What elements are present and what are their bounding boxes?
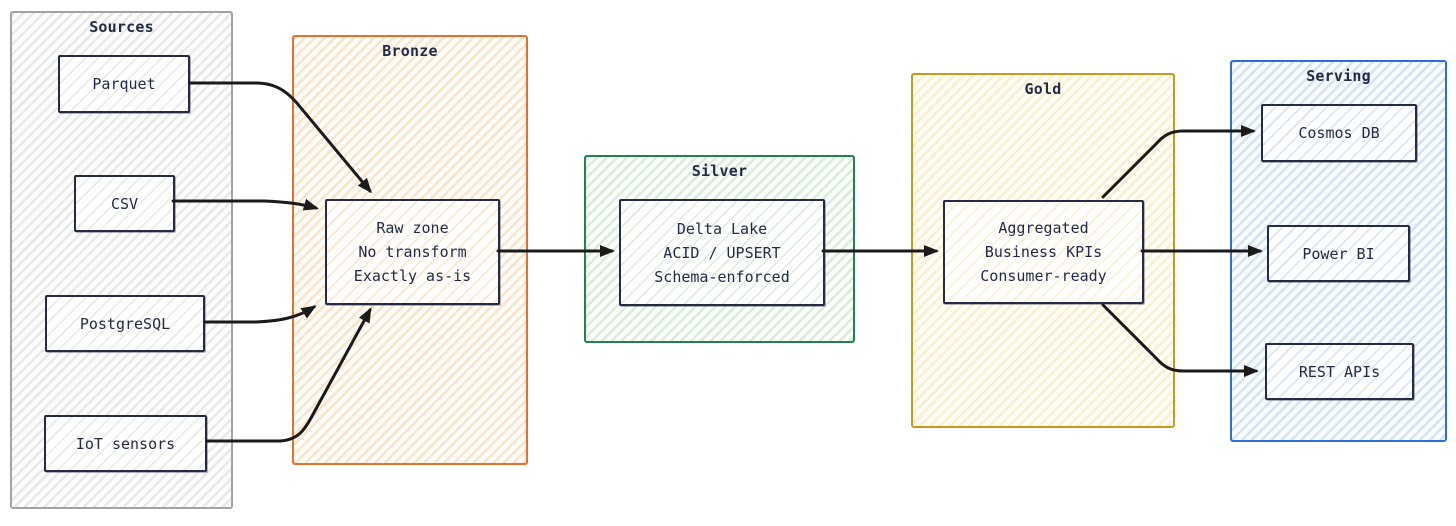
zone-serving-title: Serving — [1306, 67, 1371, 85]
node-postgresql: PostgreSQL — [45, 295, 205, 352]
zone-sources-title: Sources — [89, 18, 154, 36]
zone-bronze-title: Bronze — [382, 42, 438, 60]
node-aggregated: Aggregated Business KPIs Consumer-ready — [943, 200, 1144, 304]
node-csv: CSV — [74, 175, 175, 232]
node-raw-zone: Raw zone No transform Exactly as-is — [325, 199, 500, 305]
node-cosmos-db-label: Cosmos DB — [1298, 124, 1380, 142]
zone-gold: Gold Aggregated Business KPIs Consumer-r… — [911, 73, 1175, 428]
zone-silver-title: Silver — [691, 162, 748, 180]
node-rest-apis-label: REST APIs — [1298, 362, 1381, 381]
node-cosmos-db: Cosmos DB — [1261, 104, 1417, 162]
node-delta-lake-line: ACID / UPSERT — [663, 243, 781, 262]
node-aggregated-line: Aggregated — [998, 219, 1089, 237]
node-delta-lake: Delta Lake ACID / UPSERT Schema-enforced — [619, 199, 825, 306]
node-raw-zone-line: Raw zone — [376, 219, 449, 237]
node-iot-sensors-label: IoT sensors — [75, 434, 176, 453]
zone-serving: Serving Cosmos DB Power BI REST APIs — [1230, 60, 1447, 442]
zone-silver: Silver Delta Lake ACID / UPSERT Schema-e… — [584, 155, 855, 343]
zone-gold-title: Gold — [1024, 80, 1062, 98]
node-parquet: Parquet — [58, 55, 190, 113]
node-power-bi: Power BI — [1267, 225, 1410, 282]
node-iot-sensors: IoT sensors — [44, 415, 207, 472]
node-parquet-label: Parquet — [92, 75, 156, 93]
node-delta-lake-line: Delta Lake — [676, 219, 768, 238]
node-postgresql-label: PostgreSQL — [79, 314, 171, 333]
zone-bronze: Bronze Raw zone No transform Exactly as-… — [292, 35, 528, 465]
node-aggregated-line: Consumer-ready — [980, 267, 1107, 285]
node-raw-zone-line: Exactly as-is — [353, 267, 472, 285]
node-rest-apis: REST APIs — [1265, 343, 1414, 400]
node-aggregated-line: Business KPIs — [984, 243, 1103, 261]
zone-sources: Sources Parquet CSV PostgreSQL IoT senso… — [10, 11, 233, 509]
node-csv-label: CSV — [110, 194, 139, 213]
node-raw-zone-line: No transform — [358, 243, 467, 261]
node-power-bi-label: Power BI — [1302, 244, 1375, 263]
node-delta-lake-line: Schema-enforced — [654, 267, 790, 286]
